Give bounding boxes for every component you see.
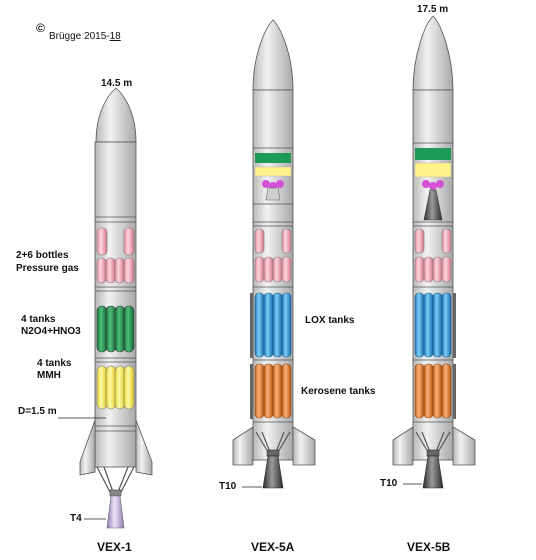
vex5a-lox-tanks (254, 292, 292, 358)
vex5b-pressure-bottles (414, 228, 452, 283)
vex5a-upper-thrusters (262, 180, 284, 201)
caption-vex-5b: VEX-5B (407, 540, 451, 554)
vex5b-engine-nozzle (422, 455, 444, 489)
vex5b-upper-stage-green (415, 148, 451, 160)
vex1-fin-left (79, 419, 96, 476)
label-n2o4-line1: 4 tanks (21, 314, 56, 325)
vex5a-pressure-bottles (254, 228, 292, 283)
copyright-year: 18 (109, 31, 121, 42)
label-n2o4-line2: N2O4+HNO3 (21, 326, 81, 337)
label-engine-t10-vex5a: T10 (219, 481, 237, 492)
copyright-symbol: © (36, 21, 45, 35)
label-engine-t10-vex5b: T10 (380, 478, 398, 489)
vex1-nose-cone (95, 87, 137, 143)
vex5b-nose-cone (412, 15, 454, 91)
vex5a-upper-stage-green (255, 153, 291, 163)
vex5b-kerosene-tanks (414, 363, 452, 419)
vex5b-lox-tanks (414, 292, 452, 358)
caption-vex-5a: VEX-5A (251, 540, 295, 554)
vex1-pressure-bottles (96, 227, 135, 284)
rocket-vex-5b (392, 15, 476, 489)
vex1-engine-nozzle (106, 495, 125, 529)
vex5a-kerosene-tanks (254, 363, 292, 419)
vex5a-fin-left (232, 426, 254, 466)
vex5a-thrust-frame (255, 431, 291, 453)
caption-vex-1: VEX-1 (97, 540, 132, 554)
rocket-vex-1 (79, 87, 153, 529)
label-bottles-line1: 2+6 bottles (16, 250, 69, 261)
vex1-thrust-frame (96, 466, 135, 493)
vex5b-kerosene-strap (453, 364, 456, 419)
vex5a-upper-stage-yellow (254, 166, 292, 177)
vex5b-fin-right (452, 426, 476, 466)
vex5b-upper-stage-yellow (414, 162, 452, 178)
vex5a-fin-right (292, 426, 316, 466)
rocket-vex-5a (232, 19, 316, 489)
vex5a-engine-nozzle (262, 455, 284, 489)
label-kerosene-tanks: Kerosene tanks (301, 386, 376, 397)
label-lox-tanks: LOX tanks (305, 315, 355, 326)
vex5a-nose-cone (252, 19, 294, 91)
vex5b-upper-thrusters (422, 180, 444, 221)
vex1-n2o4-tanks (96, 305, 135, 353)
label-bottles-line2: Pressure gas (16, 263, 79, 274)
vex1-mmh-tanks (96, 365, 135, 410)
vex5a-kerosene-strap (250, 364, 253, 419)
label-mmh-line2: MMH (37, 370, 61, 381)
vex5b-lox-strap (453, 293, 456, 358)
vex1-fin-right (135, 419, 153, 476)
vex5b-fin-left (392, 426, 414, 466)
label-mmh-line1: 4 tanks (37, 358, 72, 369)
vex5a-lox-strap (250, 293, 253, 358)
label-engine-t4: T4 (70, 513, 82, 524)
vex5b-thrust-frame (415, 431, 451, 453)
vex1-body (94, 141, 137, 468)
label-diameter: D=1.5 m (18, 406, 57, 417)
vex1-height-label: 14.5 m (101, 78, 133, 89)
copyright-text: Brügge 2015-18 (49, 31, 121, 42)
vex5b-height-label: 17.5 m (417, 4, 449, 15)
